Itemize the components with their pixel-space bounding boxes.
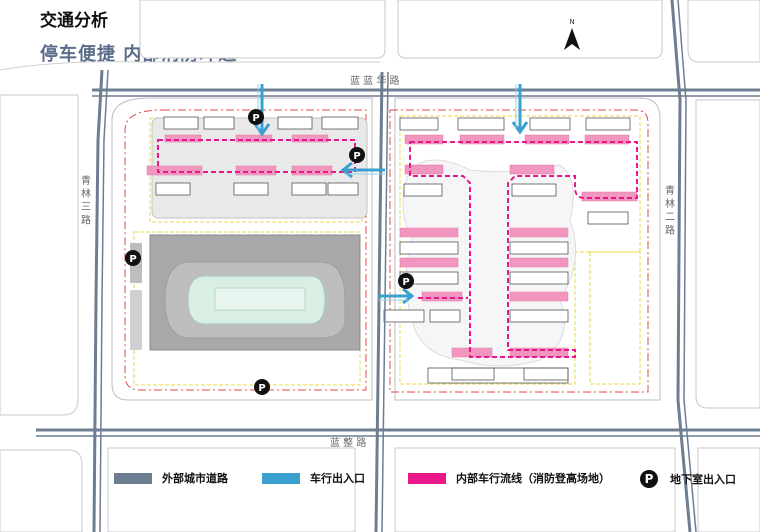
basement-entrances: P P P P P [125, 109, 414, 395]
legend-swatch [114, 472, 152, 484]
legend-swatch [408, 472, 446, 484]
commercial-complex [130, 234, 361, 351]
retail-strip [427, 367, 569, 384]
parking-icon: P [254, 379, 270, 395]
legend-label: 车行出入口 [310, 472, 365, 485]
svg-text:P: P [258, 383, 265, 394]
site-boundary [124, 109, 649, 393]
page-title: 交通分析 [40, 11, 108, 31]
legend-swatch [262, 472, 300, 484]
svg-text:P: P [129, 254, 136, 265]
curb-line [0, 61, 380, 71]
legend-item-city-road: 外部城市道路 [114, 470, 228, 486]
internal-vehicle-routes [157, 139, 638, 358]
legend-item-vehicle-entrance: 车行出入口 [262, 470, 365, 486]
road-name-south: 蓝 整 路 [330, 436, 366, 449]
fire-access-zones [146, 134, 638, 358]
legend-label: 地下室出入口 [670, 473, 736, 486]
legend-item-internal-route: 内部车行流线（消防登高场地） [408, 470, 610, 486]
city-roads [36, 0, 760, 532]
parking-icon: P [398, 273, 414, 289]
legend-item-basement-entrance: P 地下室出入口 [640, 470, 736, 488]
vehicle-entrances [253, 84, 529, 305]
road-name-west: 青 林 三 路 [79, 174, 91, 226]
north-arrow-icon: N [564, 18, 580, 50]
svg-text:P: P [353, 151, 360, 162]
parking-icon: P [640, 470, 658, 488]
legend-label: 内部车行流线（消防登高场地） [456, 472, 610, 485]
parking-icon: P [248, 109, 264, 125]
road-name-east: 青 林 二 路 [663, 184, 675, 236]
residential-towers-east [383, 117, 631, 381]
legend-label: 外部城市道路 [162, 472, 228, 485]
road-name-north: 蓝 蓝 华 路 [350, 74, 400, 87]
parking-icon: P [349, 147, 365, 163]
residential-towers-north [155, 116, 359, 196]
svg-text:P: P [252, 113, 259, 124]
svg-text:P: P [402, 277, 409, 288]
parking-icon: P [125, 250, 141, 266]
svg-text:N: N [569, 18, 574, 26]
